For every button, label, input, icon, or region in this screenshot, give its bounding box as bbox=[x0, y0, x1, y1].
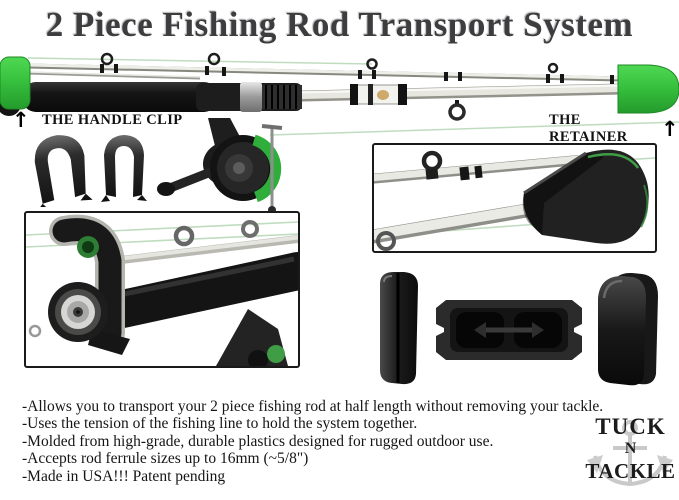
brand-word-tackle: TACKLE bbox=[585, 459, 676, 483]
retainer-angled-view bbox=[598, 272, 658, 386]
feature-line: -Accepts rod ferrule sizes up to 16mm (~… bbox=[22, 450, 309, 468]
handle-clip-left bbox=[34, 135, 93, 207]
retainer-closeup-photo bbox=[372, 143, 657, 253]
page-title: 2 Piece Fishing Rod Transport System bbox=[45, 5, 634, 44]
fishing-reel-photo bbox=[150, 118, 298, 214]
feature-line: -Made in USA!!! Patent pending bbox=[22, 467, 226, 485]
handle-clip-closeup-photo bbox=[24, 211, 300, 368]
feature-line: -Allows you to transport your 2 piece fi… bbox=[22, 398, 604, 415]
rod-assembly-photo bbox=[0, 52, 679, 140]
brand-word-tuck: TUCK bbox=[595, 414, 666, 439]
rod-handle bbox=[22, 82, 302, 112]
closeup-retainer bbox=[522, 149, 649, 244]
handle-clips-photo bbox=[30, 131, 148, 207]
retainer-label: THE RETAINER bbox=[549, 112, 628, 145]
feature-line: -Molded from high-grade, durable plastic… bbox=[22, 432, 494, 450]
rod-guides bbox=[100, 52, 614, 121]
retainer-cap bbox=[617, 64, 679, 114]
fishing-reel bbox=[157, 118, 283, 214]
brand-logo: TUCK N TACKLE bbox=[582, 412, 679, 500]
anchor-icon bbox=[587, 420, 673, 487]
handle-clip-label: THE HANDLE CLIP bbox=[42, 111, 183, 128]
arrow-up-icon: ↑ bbox=[12, 108, 30, 132]
brand-word-n: N bbox=[624, 440, 637, 457]
closeup-rod-and-guides bbox=[95, 220, 298, 267]
fishing-line bbox=[27, 57, 679, 136]
handle-clip-callout: ↑ THE HANDLE CLIP bbox=[12, 108, 183, 132]
closeup-handle-bar bbox=[85, 252, 298, 332]
closeup-reel-arm bbox=[216, 309, 288, 366]
rod-ferrule-wraps bbox=[350, 84, 407, 105]
handle-clip-cap bbox=[0, 56, 31, 116]
arrow-up-icon: ↑ bbox=[661, 117, 679, 141]
rod-tip-section bbox=[27, 63, 621, 82]
retainer-product-views bbox=[370, 268, 662, 392]
feature-line: -Uses the tension of the fishing line to… bbox=[22, 415, 418, 433]
brand-words: TUCK N TACKLE bbox=[582, 412, 679, 482]
handle-clip-right bbox=[101, 135, 147, 202]
retainer-callout: THE RETAINER ↑ bbox=[549, 112, 679, 146]
retainer-side-view bbox=[380, 272, 418, 385]
closeup-handle-clip bbox=[28, 214, 130, 355]
feature-list: -Allows you to transport your 2 piece fi… bbox=[22, 398, 607, 485]
rod-assembly-graphic bbox=[0, 52, 679, 136]
retainer-top-view bbox=[436, 300, 582, 360]
